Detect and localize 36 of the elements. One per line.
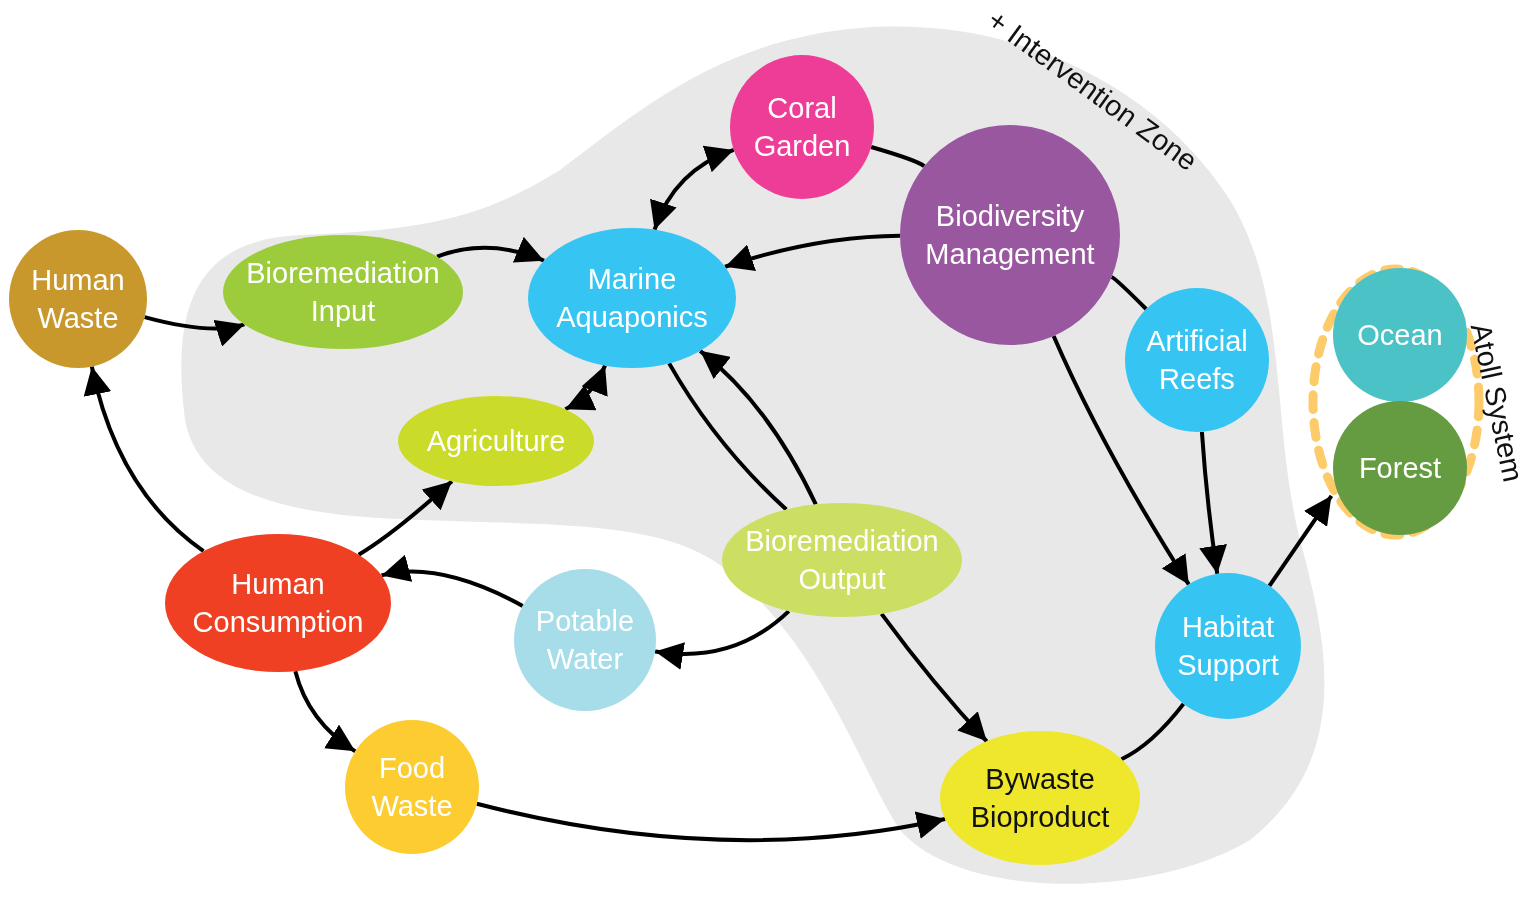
node-label: Forest [1357, 450, 1443, 486]
arrow [357, 479, 454, 557]
node-label: Potable Water [534, 603, 636, 677]
connector-line [870, 145, 926, 168]
arrow [654, 609, 791, 669]
connector-line [1110, 275, 1148, 311]
node-label: Artificial Reefs [1145, 323, 1249, 397]
arrow [1199, 431, 1228, 575]
arrow [1267, 494, 1334, 587]
arrow [879, 612, 989, 743]
node-label: Coral Garden [752, 90, 852, 164]
node-label: Agriculture [425, 423, 567, 459]
node-label: Bywaste Bioproduct [969, 761, 1111, 835]
node-label: Food Waste [370, 750, 454, 824]
arrow [144, 315, 245, 346]
node-label: Human Waste [30, 262, 126, 336]
connector-line [1120, 702, 1186, 761]
node-label: Ocean [1356, 317, 1444, 353]
arrow [651, 146, 735, 231]
node-label: Bioremediation Output [744, 523, 940, 597]
arrow [84, 366, 205, 553]
arrow [724, 233, 901, 272]
node-label: Human Consumption [191, 566, 365, 640]
node-label: Bioremediation Input [245, 255, 441, 329]
group-title: Atoll System [1463, 320, 1524, 485]
node-label: Habitat Support [1176, 609, 1280, 683]
node-label: Marine Aquaponics [555, 261, 709, 335]
connector-line [667, 362, 788, 511]
arrow [564, 364, 607, 411]
arrow [436, 237, 545, 264]
arrow [1051, 335, 1191, 586]
arrow [698, 349, 818, 506]
arrow [476, 801, 946, 843]
node-label: Biodiversity Management [924, 198, 1096, 272]
arrow [381, 555, 524, 608]
arrow [293, 670, 357, 754]
